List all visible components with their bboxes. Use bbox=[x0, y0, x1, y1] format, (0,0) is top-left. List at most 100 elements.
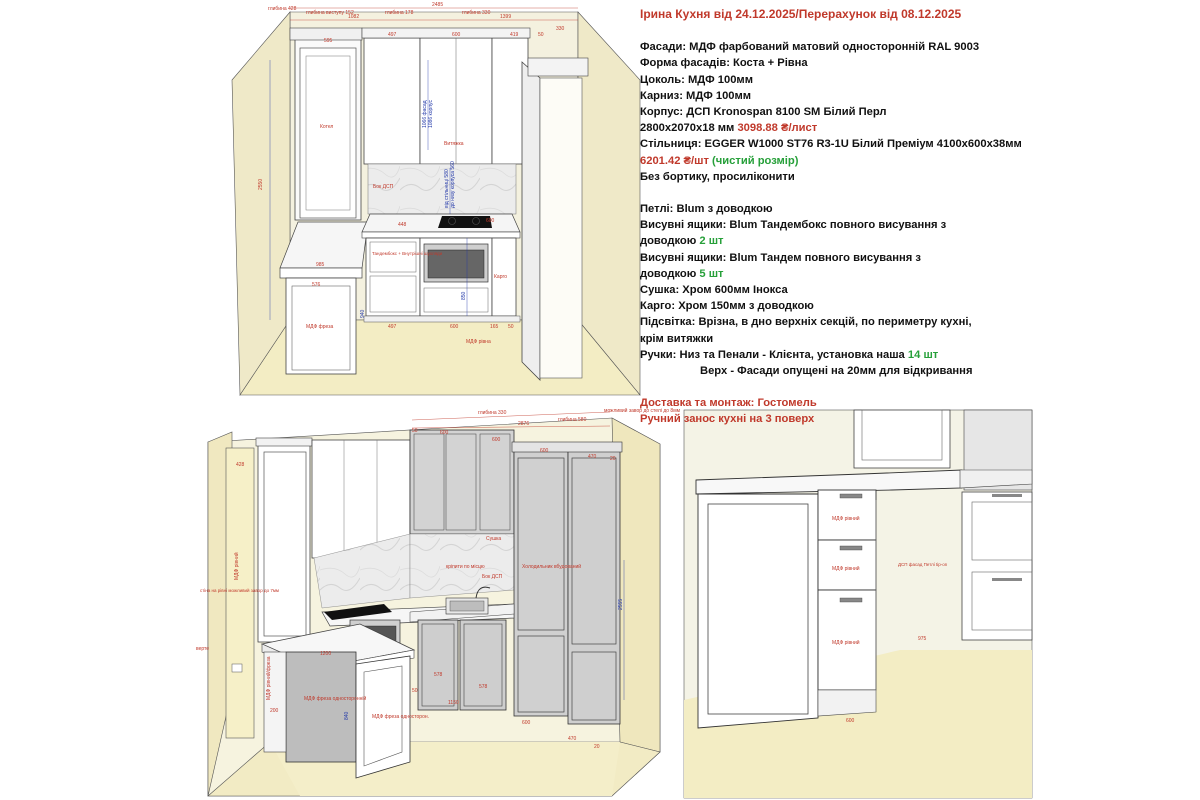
v2-label-socket: верте bbox=[196, 646, 209, 652]
v2-dim-50-b: 50 bbox=[412, 688, 418, 694]
spec-handles-top: Верх - Фасади опущені на 20мм для відкри… bbox=[700, 365, 973, 378]
spec-panel: Ірина Кухня від 24.12.2025/Перерахунок в… bbox=[640, 6, 1060, 428]
v2-dim-578-a: 578 bbox=[434, 672, 443, 678]
v2-label-mdf-flat-mill: МДФ рівний/фреза bbox=[265, 656, 272, 700]
spec-drawers-1-text: доводкою bbox=[640, 235, 700, 248]
label-boiler: Котел bbox=[320, 124, 333, 130]
dim-330: 330 bbox=[556, 26, 565, 32]
v3-dim-600: 600 bbox=[846, 718, 855, 724]
dim-600-bottom: 600 bbox=[450, 324, 459, 330]
dim-2550: 2550 bbox=[258, 179, 264, 190]
spec-cornice: Карниз: МДФ 100мм bbox=[640, 89, 752, 102]
spec-lighting: Підсвітка: Врізна, в дно верхніх секцій,… bbox=[640, 316, 972, 329]
spec-handles-qty: 14 шт bbox=[907, 348, 939, 361]
v2-dim-470-b: 470 bbox=[568, 736, 577, 742]
dim-1066-facade: 1066 фасад bbox=[422, 100, 428, 128]
view-2-kitchen-perspective: глибина 330 2876 глибина 580 можливий за… bbox=[196, 407, 681, 797]
dim-419: 419 bbox=[510, 32, 519, 38]
label-side-panel: Бок ДСП bbox=[373, 184, 394, 190]
dim-1399: 1399 bbox=[500, 14, 511, 20]
spec-handles-text: Ручки: Низ та Пенали - Клієнта, установк… bbox=[640, 348, 908, 361]
v2-dim-1200: 1200 bbox=[320, 651, 331, 657]
v2-label-mdf-mill-two: МДФ фреза односторон. bbox=[372, 714, 429, 720]
spec-hinges: Петлі: Blum з доводкою bbox=[640, 203, 773, 216]
v2-label-side-panel: Бок ДСП bbox=[482, 574, 503, 580]
dim-depth-178: глибина 178 bbox=[385, 10, 414, 16]
dim-600-mid: 600 bbox=[486, 218, 495, 224]
v2-label-fridge: Холодильник вбудований bbox=[522, 563, 581, 570]
label-mdf-flat: МДФ рівна bbox=[466, 339, 491, 345]
dim-497-bottom: 497 bbox=[388, 324, 397, 330]
v2-label-mdf-mill-one: МДФ фреза односторонній bbox=[304, 695, 366, 702]
spec-lighting-2: крім витяжки bbox=[640, 332, 714, 345]
spec-handles: Ручки: Низ та Пенали - Клієнта, установк… bbox=[640, 347, 1060, 363]
v2-dim-depth-330: глибина 330 bbox=[478, 410, 507, 416]
v2-wall-gap-note: можливий завор до стелі до 8мм bbox=[604, 407, 681, 414]
dim-to-bottom-560: до низу корпуса 560 bbox=[450, 161, 456, 208]
spec-countertop: Стільниця: EGGER W1000 ST76 R3-1U Білий … bbox=[640, 138, 1022, 151]
spec-countertop-price: 6201.42 ₴/шт bbox=[640, 154, 709, 167]
label-cargo: Карго bbox=[494, 274, 507, 280]
v3-dim-975: 975 bbox=[918, 636, 927, 642]
v2-dim-1150: 1150 bbox=[448, 700, 459, 706]
spec-facade-shape: Форма фасадів: Коста + Рівна bbox=[640, 57, 808, 70]
dim-940: 940 bbox=[360, 309, 366, 318]
spec-drawers-2-qty: 5 шт bbox=[699, 267, 724, 280]
v3-label-dsp-facade: ДСП фасад Петлі tip-on bbox=[898, 562, 948, 567]
spec-plinth: Цоколь: МДФ 100мм bbox=[640, 73, 753, 86]
dim-448: 448 bbox=[398, 222, 407, 228]
v2-label-wall-note: стіна на рівні можливий завор до 7мм bbox=[200, 587, 279, 593]
dim-576: 576 bbox=[312, 282, 321, 288]
spec-body-price: 3098.88 ₴/лист bbox=[737, 122, 818, 135]
spec-body-size-text: 2800x2070x18 мм bbox=[640, 122, 738, 135]
v2-label-rail: кріпити по місцю bbox=[446, 564, 485, 570]
v2-dim-840: 840 bbox=[344, 711, 350, 720]
spec-drawers-2-text: доводкою bbox=[640, 267, 700, 280]
v2-dim-600-b: 600 bbox=[492, 437, 501, 443]
dim-depth-330: глибина 330 bbox=[462, 10, 491, 16]
dim-50-bottom: 50 bbox=[508, 324, 514, 330]
spec-countertop-note: (чистий розмір) bbox=[708, 154, 799, 167]
v2-label-mdf-flat-left: МДФ рівний bbox=[233, 552, 240, 580]
v2-dim-600-c: 600 bbox=[540, 448, 549, 454]
dim-595: 595 bbox=[324, 38, 333, 44]
v2-dim-20-a: 20 bbox=[610, 456, 616, 462]
dim-165: 165 bbox=[490, 324, 499, 330]
dim-1082: 1082 bbox=[348, 14, 359, 20]
label-hood: Витяжка bbox=[444, 141, 464, 147]
v2-dim-2876: 2876 bbox=[518, 421, 529, 427]
v2-dim-depth-580: глибина 580 bbox=[558, 417, 587, 423]
spec-facades: Фасади: МДФ фарбований матовий односторо… bbox=[640, 41, 980, 54]
view-3-peninsula-detail: МДФ рівний МДФ рівний МДФ рівний ДСП фас… bbox=[683, 409, 1033, 799]
v2-dim-600-a: 600 bbox=[440, 430, 449, 436]
spec-title: Ірина Кухня від 24.12.2025/Перерахунок в… bbox=[640, 7, 962, 21]
v2-dim-200: 200 bbox=[270, 708, 279, 714]
dim-50-top: 50 bbox=[538, 32, 544, 38]
spec-drawers-1-qty: 2 шт bbox=[699, 235, 724, 248]
v2-dim-20-b: 20 bbox=[594, 744, 600, 750]
v2-dim-50: 50 bbox=[412, 428, 418, 434]
v2-dim-428: 428 bbox=[236, 462, 245, 468]
spec-delivery: Доставка та монтаж: Гостомель bbox=[640, 397, 817, 410]
spec-countertop-price-line: 6201.42 ₴/шт (чистий розмір) bbox=[640, 153, 1060, 169]
spec-drawers-2-qty-line: доводкою 5 шт bbox=[640, 266, 1060, 282]
v2-dim-470-a: 470 bbox=[588, 454, 597, 460]
spec-body-size: 2800x2070x18 мм 3098.88 ₴/лист bbox=[640, 120, 1060, 136]
dim-from-counter-580: від стільниці 580 bbox=[444, 169, 450, 208]
dim-985: 985 bbox=[316, 262, 325, 268]
dim-depth-152: глибина виступу 152 bbox=[306, 10, 354, 16]
v2-label-dryer: Сушка bbox=[486, 536, 501, 542]
dim-2485: 2485 bbox=[432, 2, 443, 8]
dim-497-top: 497 bbox=[388, 32, 397, 38]
spec-drawers-2: Висувні ящики: Blum Тандем повного висув… bbox=[640, 251, 921, 264]
view-1-kitchen-front: 2485 1082 1399 595 497 600 419 50 330 гл… bbox=[231, 2, 641, 396]
v3-label-mdf-flat-2: МДФ рівний bbox=[832, 565, 860, 572]
spec-countertop-finish: Без бортику, просиліконити bbox=[640, 170, 795, 183]
spec-cargo: Карго: Хром 150мм з доводкою bbox=[640, 300, 814, 313]
dim-850: 850 bbox=[461, 291, 467, 300]
spec-drawers-1: Висувні ящики: Blum Тандембокс повного в… bbox=[640, 219, 947, 232]
dim-1086-body: 1086 корпус bbox=[428, 100, 434, 128]
v3-label-mdf-flat-3: МДФ рівний bbox=[832, 639, 860, 646]
spec-drawers-1-qty-line: доводкою 2 шт bbox=[640, 233, 1060, 249]
